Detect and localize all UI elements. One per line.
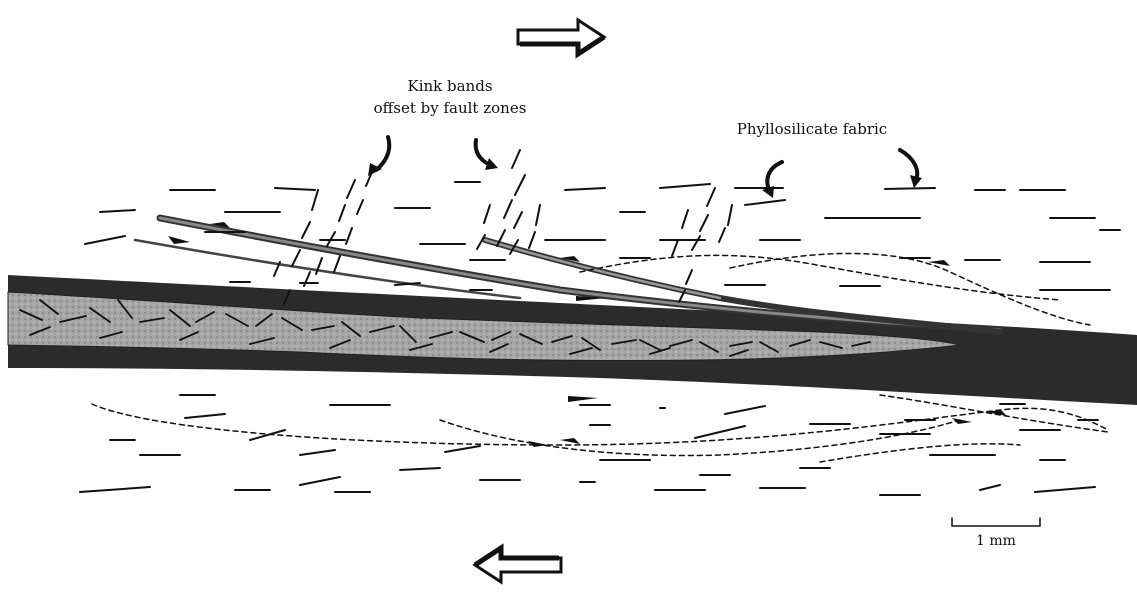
pointer-arrow-kink-1-icon [368, 137, 389, 176]
kink-bands-label-line1: Kink bands [407, 77, 492, 95]
pointer-arrow-kink-2-icon [476, 140, 498, 170]
phyllosilicate-fabric-label: Phyllosilicate fabric [737, 120, 887, 138]
kink-bands-label-line2: offset by fault zones [374, 99, 527, 117]
pointer-arrow-fabric-1-icon [762, 162, 782, 198]
pointer-arrow-fabric-2-icon [900, 150, 922, 188]
shear-arrow-bottom-left-icon [475, 548, 561, 582]
scale-bar: 1 mm [952, 518, 1040, 549]
scale-bar-label: 1 mm [976, 533, 1016, 549]
shear-arrow-top-right-icon [518, 20, 604, 54]
